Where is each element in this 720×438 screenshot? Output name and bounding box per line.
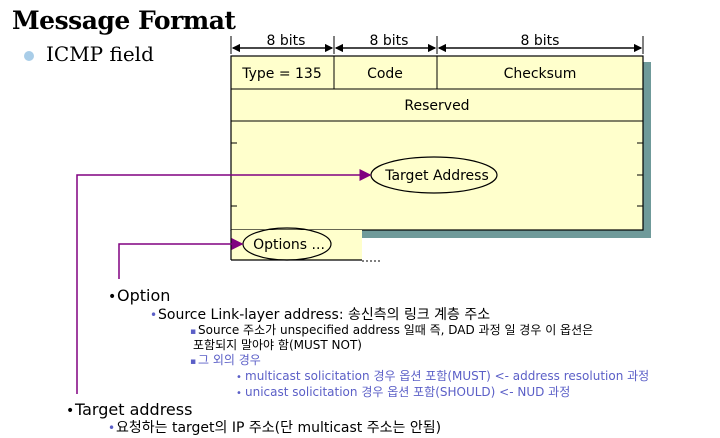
icmp-field-bullet: ICMP field [46,42,154,66]
packet-shadow [362,62,651,238]
bits-label-1: 8 bits [267,33,306,49]
field-reserved: Reserved [404,98,469,114]
field-checksum: Checksum [504,66,577,82]
bullet-glyph: • [66,403,74,419]
bullet-glyph: • [108,421,115,435]
connector-arrows [76,169,372,394]
multicast-line: multicast solicitation 경우 옵션 포함(MUST) <-… [245,369,649,383]
bullet-glyph: • [150,308,157,322]
bullet-glyph: • [108,289,116,305]
option-sub: Source Link-layer address: 송신측의 링크 계층 주소 [158,307,490,323]
field-options: Options ... [253,237,325,253]
field-target-address: Target Address [384,168,489,184]
option-detail-1: Source 주소가 unspecified address 일때 즉, DAD… [198,323,593,337]
option-detail-2: 포함되지 말아야 함(MUST NOT) [193,338,362,352]
target-sub: 요청하는 target의 IP 주소(단 multicast 주소는 안됨) [116,420,441,436]
bullet-glyph: ▪ [190,327,196,337]
unicast-line: unicast solicitation 경우 옵션 포함(SHOULD) <-… [245,385,570,399]
target-heading: Target address [74,400,192,419]
packet-box [230,55,644,262]
bullet-glyph: ▪ [190,357,196,367]
field-type: Type = 135 [241,66,322,82]
bits-label-2: 8 bits [370,33,409,49]
bits-label-3: 8 bits [521,33,560,49]
bullet-dot [24,51,34,61]
notes: • Option • Source Link-layer address: 송신… [66,286,649,436]
bit-width-indicators: 8 bits 8 bits 8 bits [230,33,644,54]
slide-title: Message Format [12,6,236,35]
option-other: 그 외의 경우 [198,353,261,367]
field-code: Code [367,66,403,82]
bullet-glyph: • [236,388,242,399]
bullet-glyph: • [236,372,242,383]
option-heading: Option [117,286,170,305]
